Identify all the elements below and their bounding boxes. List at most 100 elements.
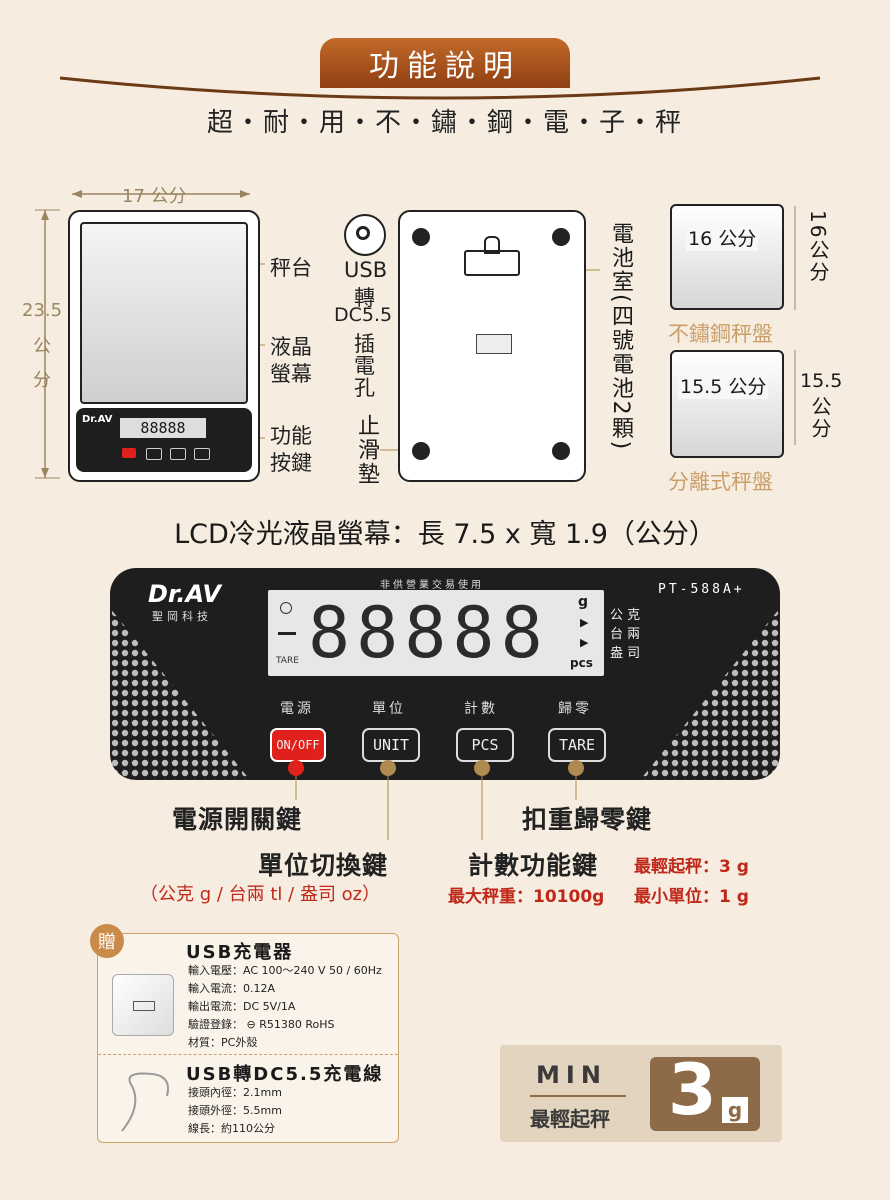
header-swoosh (59, 76, 821, 100)
min-badge-bottom: 最輕起秤 (530, 1107, 610, 1131)
cable-title: USB轉DC5.5充電線 (186, 1064, 384, 1085)
lcd-stable-indicator (280, 602, 292, 614)
label-sticker (476, 334, 512, 354)
power-button-label: 電源 (280, 701, 314, 717)
height-dimension-unit-2: 分 (33, 370, 51, 391)
lcd-unit-pcs: pcs (570, 656, 593, 670)
unit-side-tael: 台 兩 (610, 627, 641, 642)
min-badge-unit: g (722, 1097, 748, 1123)
label-usb-4: 插 (354, 332, 375, 356)
label-usb-3: DC5.5 (334, 304, 393, 326)
charger-spec-cert: 驗證登錄： ⊖ R51380 RoHS (188, 1018, 335, 1031)
scale-front-view: 88888 Dr.AV (68, 210, 260, 482)
cable-spec-outer: 接頭外徑：5.5mm (188, 1104, 282, 1117)
tray1-caption: 不鏽鋼秤盤 (668, 322, 773, 346)
foot-top-left (412, 228, 430, 246)
model-number: PT-588A+ (658, 582, 745, 597)
tare-button-label: 歸零 (558, 701, 592, 717)
separable-tray (670, 350, 784, 458)
tray1-width: 16 公分 (686, 224, 759, 251)
lcd-tare-indicator: TARE (276, 656, 299, 666)
label-usb-6: 孔 (354, 376, 375, 400)
width-dimension: 17 公分 (122, 186, 187, 207)
cable-spec-inner: 接頭內徑：2.1mm (188, 1086, 282, 1099)
mini-power-button (122, 448, 136, 458)
label-platform: 秤台 (270, 256, 312, 280)
dot-pattern (110, 608, 780, 780)
unit-button[interactable]: UNIT (362, 728, 420, 762)
tray2-height-unit: 公分 (808, 396, 832, 440)
brand-subtitle: 聖岡科技 (152, 610, 212, 623)
charger-spec-voltage: 輸入電壓：AC 100～240 V 50 / 60Hz (188, 964, 382, 977)
power-button[interactable]: ON/OFF (270, 728, 326, 762)
mini-brand: Dr.AV (82, 414, 113, 425)
min-badge-top: MIN (536, 1061, 607, 1089)
label-battery: 電池室(四號電池2顆) (608, 222, 633, 452)
foot-top-right (552, 228, 570, 246)
cert-number: R51380 RoHS (259, 1018, 335, 1031)
label-keys-1: 功能 (270, 424, 312, 448)
lcd-arrow-1: ▶ (580, 616, 589, 629)
lcd-minus-indicator (278, 632, 296, 635)
callout-unit-sub: （公克 g / 台兩 tl / 盎司 oz） (140, 884, 381, 905)
unit-side-ounce: 盎 司 (610, 646, 641, 661)
label-lcd-2: 螢幕 (270, 362, 312, 386)
callout-unit: 單位切換鍵 (258, 851, 389, 880)
control-panel: Dr.AV 聖岡科技 非供營業交易使用 PT-588A+ TARE 88888 … (110, 568, 780, 780)
mini-control-panel: 88888 Dr.AV (76, 408, 252, 472)
charger-spec-current-out: 輸出電流：DC 5V/1A (188, 1000, 296, 1013)
min-weight-spec: 最輕起秤：3 g (634, 857, 749, 877)
label-lcd-1: 液晶 (270, 335, 312, 359)
pcs-button[interactable]: PCS (456, 728, 514, 762)
mini-lcd: 88888 (120, 418, 206, 438)
label-usb-5: 電 (354, 354, 375, 378)
page-subtitle: 超・耐・用・不・鏽・鋼・電・子・秤 (206, 108, 683, 138)
tare-button[interactable]: TARE (548, 728, 606, 762)
tray2-width: 15.5 公分 (678, 372, 769, 399)
mini-pcs-button (170, 448, 186, 460)
notice-text: 非供營業交易使用 (380, 580, 484, 591)
min-badge-number: 3 (668, 1049, 717, 1131)
min-weight-badge: MIN 最輕起秤 3 g (500, 1045, 782, 1142)
cert-icon: ⊖ (246, 1018, 256, 1031)
unit-side-labels: 公 克 台 兩 盎 司 (610, 606, 640, 663)
lcd-display: TARE 88888 g ▶ ▶ pcs (268, 590, 604, 676)
scale-platform (80, 222, 248, 404)
charger-spec-current-in: 輸入電流：0.12A (188, 982, 276, 995)
page-title: 功能說明 (320, 38, 570, 88)
lcd-spec: LCD冷光液晶螢幕：長 7.5 x 寬 1.9（公分） (174, 519, 716, 550)
charger-spec-material: 材質：PC外殼 (188, 1036, 258, 1049)
battery-latch (484, 236, 500, 254)
stainless-tray (670, 204, 784, 310)
brand-logo: Dr.AV (148, 580, 221, 608)
mini-unit-button (146, 448, 162, 460)
usb-port-icon (344, 214, 386, 256)
unit-button-label: 單位 (372, 701, 406, 717)
lcd-arrow-2: ▶ (580, 636, 589, 649)
tray1-height: 16公分 (806, 210, 830, 284)
min-badge-number-box: 3 g (650, 1049, 760, 1131)
pcs-button-label: 計數 (464, 701, 498, 717)
usb-charger-icon (112, 974, 174, 1036)
cable-spec-length: 線長：約110公分 (188, 1122, 275, 1135)
mini-tare-button (194, 448, 210, 460)
max-weight-spec: 最大秤重：10100g (448, 887, 605, 907)
cable-specs: 接頭內徑：2.1mm 接頭外徑：5.5mm 線長：約110公分 (188, 1084, 282, 1138)
callout-tare: 扣重歸零鍵 (522, 805, 653, 834)
gift-badge: 贈 (90, 924, 124, 958)
callout-power: 電源開關鍵 (172, 805, 303, 834)
label-usb-2: 轉 (354, 286, 375, 310)
min-unit-spec: 最小單位：1 g (634, 887, 749, 907)
foot-bottom-right (552, 442, 570, 460)
usb-cable-icon (121, 1072, 169, 1132)
height-dimension-unit-1: 公 (33, 336, 51, 357)
charger-specs: 輸入電壓：AC 100～240 V 50 / 60Hz 輸入電流：0.12A 輸… (188, 962, 393, 1052)
gift-box: 贈 USB充電器 輸入電壓：AC 100～240 V 50 / 60Hz 輸入電… (90, 924, 399, 1143)
tray2-caption: 分離式秤盤 (668, 470, 773, 494)
scale-back-view (398, 210, 586, 482)
label-keys-2: 按鍵 (270, 451, 312, 475)
foot-bottom-left (412, 442, 430, 460)
unit-side-gram: 公 克 (610, 608, 641, 623)
height-dimension-value: 23.5 (22, 300, 63, 321)
battery-compartment (464, 250, 520, 276)
